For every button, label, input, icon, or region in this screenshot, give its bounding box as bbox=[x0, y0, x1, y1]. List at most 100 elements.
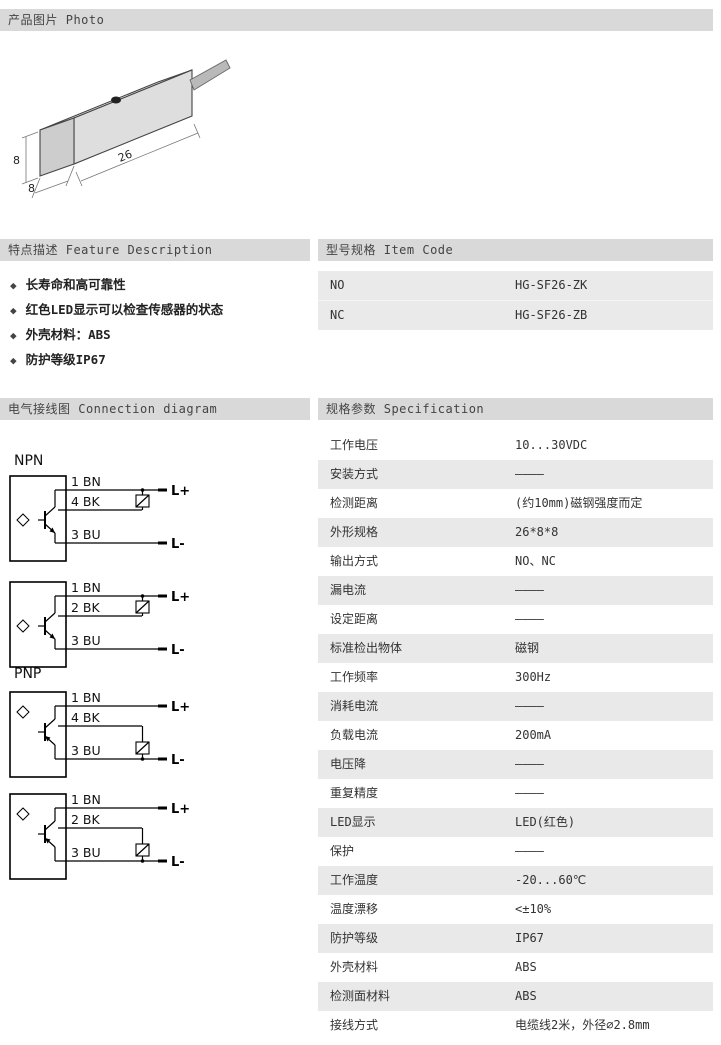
wire-label: 1 BN bbox=[71, 792, 101, 807]
spec-row: 设定距离 ———— bbox=[318, 605, 713, 634]
spec-label: 工作温度 bbox=[330, 873, 379, 887]
spec-label: 安装方式 bbox=[330, 467, 379, 481]
section-header-photo: 产品图片 Photo bbox=[0, 9, 713, 31]
wire-label: 1 BN bbox=[71, 474, 101, 489]
wire-label: 3 BU bbox=[71, 527, 101, 542]
spec-row: 温度漂移 <±10% bbox=[318, 895, 713, 924]
section-header-features: 特点描述 Feature Description bbox=[0, 239, 310, 261]
spec-row: 工作温度 -20...60℃ bbox=[318, 866, 713, 895]
spec-label: 检测距离 bbox=[330, 496, 379, 510]
spec-label: 工作频率 bbox=[330, 670, 379, 684]
diamond-bullet-icon: ◆ bbox=[10, 304, 17, 317]
spec-row: 安装方式 ———— bbox=[318, 460, 713, 489]
spec-label: 输出方式 bbox=[330, 554, 379, 568]
feature-item: ◆ 外壳材料：ABS bbox=[10, 322, 310, 347]
wire-label: 4 BK bbox=[71, 710, 101, 725]
spec-row: 检测距离 (约10mm)磁钢强度而定 bbox=[318, 489, 713, 518]
spec-value: 300Hz bbox=[515, 670, 552, 684]
spec-value: ———— bbox=[515, 467, 544, 481]
spec-label: 漏电流 bbox=[330, 583, 367, 597]
spec-row: 漏电流 ———— bbox=[318, 576, 713, 605]
wiring-diagram-pnp-2: 1 BN 2 BK 3 BU L+ L- bbox=[9, 792, 190, 880]
spec-label: 防护等级 bbox=[330, 931, 379, 945]
spec-label: 重复精度 bbox=[330, 786, 379, 800]
dimension-label-height: 8 bbox=[13, 154, 20, 167]
feature-item: ◆红色LED显示可以检查传感器的状态 bbox=[10, 297, 310, 322]
spec-value: -20...60℃ bbox=[515, 873, 587, 887]
spec-label: LED显示 bbox=[330, 815, 376, 829]
product-photo: 8 8 26 bbox=[8, 40, 238, 240]
feature-list: ◆长寿命和高可靠性 ◆红色LED显示可以检查传感器的状态 ◆外壳材料：ABS ◆… bbox=[10, 272, 310, 372]
terminal-label-lplus: L+ bbox=[171, 484, 190, 499]
terminal-label-lminus: L- bbox=[171, 753, 185, 768]
feature-item: ◆防护等级IP67 bbox=[10, 347, 310, 372]
spec-label: 接线方式 bbox=[330, 1018, 379, 1032]
spec-row: 工作频率 300Hz bbox=[318, 663, 713, 692]
spec-label: 保护 bbox=[330, 844, 355, 858]
wiring-diagram-npn-2: 1 BN 2 BK 3 BU L+ L- bbox=[9, 580, 190, 668]
terminal-label-lplus: L+ bbox=[171, 802, 190, 817]
wire-label: 1 BN bbox=[71, 580, 101, 595]
spec-row: LED显示 LED(红色) bbox=[318, 808, 713, 837]
spec-label: 工作电压 bbox=[330, 438, 379, 452]
spec-row: 检测面材料 ABS bbox=[318, 982, 713, 1011]
diamond-bullet-icon: ◆ bbox=[10, 329, 17, 342]
dimension-label-length: 26 bbox=[116, 147, 134, 164]
spec-value: <±10% bbox=[515, 902, 552, 916]
spec-value: ———— bbox=[515, 612, 544, 626]
wire-label: 4 BK bbox=[71, 494, 101, 509]
spec-label: 设定距离 bbox=[330, 612, 379, 626]
spec-value: ———— bbox=[515, 583, 544, 597]
item-code-type: NO bbox=[330, 278, 345, 292]
spec-value: 电缆线2米，外径∅2.8mm bbox=[515, 1018, 650, 1032]
spec-value: ———— bbox=[515, 699, 544, 713]
product-photo-drawing: 8 8 26 bbox=[13, 59, 231, 199]
spec-row: 接线方式 电缆线2米，外径∅2.8mm bbox=[318, 1011, 713, 1040]
spec-row: 消耗电流———— bbox=[318, 692, 713, 721]
spec-value: IP67 bbox=[515, 931, 544, 945]
item-code-type: NC bbox=[330, 308, 345, 322]
led-indicator bbox=[111, 96, 121, 104]
spec-label: 负载电流 bbox=[330, 728, 379, 742]
spec-label: 标准检出物体 bbox=[330, 641, 403, 655]
wire-label: 3 BU bbox=[71, 633, 101, 648]
feature-text: 防护等级IP67 bbox=[25, 352, 106, 367]
spec-value: 磁钢 bbox=[515, 641, 540, 655]
pnp-group-label: PNP bbox=[14, 666, 42, 682]
spec-value: ABS bbox=[515, 989, 537, 1003]
terminal-label-lplus: L+ bbox=[171, 590, 190, 605]
sensor-side-face bbox=[73, 69, 193, 165]
npn-group-label: NPN bbox=[14, 453, 44, 469]
section-header-connection: 电气接线图 Connection diagram bbox=[0, 398, 310, 420]
spec-value: 26*8*8 bbox=[515, 525, 559, 539]
spec-value: ———— bbox=[515, 844, 544, 858]
spec-value: ———— bbox=[515, 757, 544, 771]
terminal-label-lminus: L- bbox=[171, 537, 185, 552]
feature-text: 外壳材料：ABS bbox=[25, 327, 111, 342]
spec-value: (约10mm)磁钢强度而定 bbox=[515, 496, 643, 510]
section-header-item-code: 型号规格 Item Code bbox=[318, 239, 713, 261]
sensor-end-face bbox=[39, 117, 75, 177]
dimension-lines bbox=[21, 123, 201, 199]
wire-label: 3 BU bbox=[71, 743, 101, 758]
terminal-label-lplus: L+ bbox=[171, 700, 190, 715]
item-code-value: HG-SF26-ZB bbox=[515, 308, 588, 322]
wire-label: 2 BK bbox=[71, 600, 101, 615]
wire-label: 2 BK bbox=[71, 812, 101, 827]
terminal-label-lminus: L- bbox=[171, 855, 185, 870]
spec-row: 标准检出物体 磁钢 bbox=[318, 634, 713, 663]
item-code-row: NO HG-SF26-ZK bbox=[318, 271, 713, 300]
wire-label: 1 BN bbox=[71, 690, 101, 705]
spec-row: 重复精度———— bbox=[318, 779, 713, 808]
spec-label: 温度漂移 bbox=[330, 902, 379, 916]
terminal-label-lminus: L- bbox=[171, 643, 185, 658]
spec-value: LED(红色) bbox=[515, 815, 576, 829]
spec-label: 检测面材料 bbox=[330, 989, 391, 1003]
